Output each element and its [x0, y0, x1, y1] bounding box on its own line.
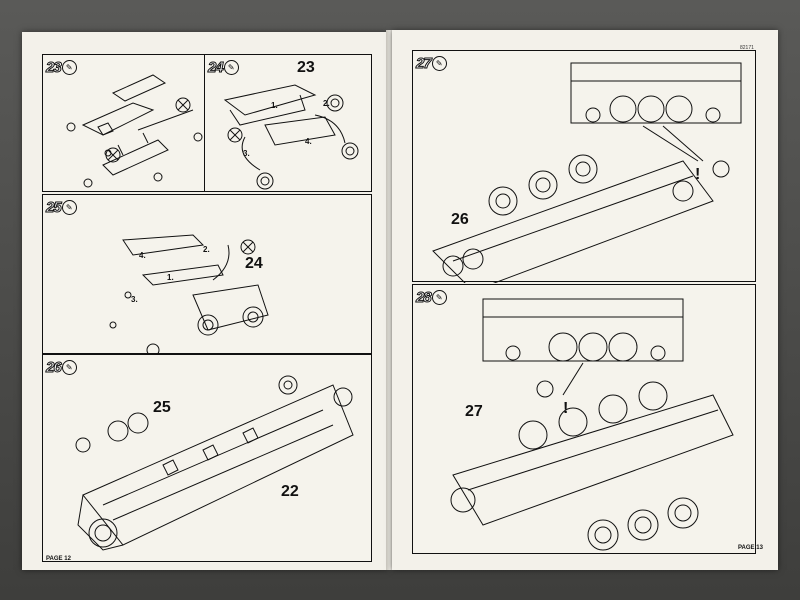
sub-step-2: 2. — [323, 99, 330, 108]
step-panel-25: 25 ✎ 24 4. 2. 1. 3. — [42, 194, 372, 355]
sub-step-1: 1. — [167, 273, 174, 282]
step-panel-23: 23 ✎ — [42, 54, 206, 192]
page-label: PAGE 13 — [738, 545, 763, 551]
svg-text:!: ! — [695, 166, 700, 183]
step-header: 23 ✎ — [46, 58, 77, 76]
step-27-drawing: ! — [432, 62, 742, 283]
svg-text:!: ! — [563, 400, 568, 417]
step-panel-26: 26 ✎ 25 22 — [42, 354, 372, 562]
sub-step-1: 1. — [271, 101, 278, 110]
step-25-drawing — [109, 234, 269, 355]
step-header: 24 ✎ — [208, 58, 239, 76]
step-panel-24: 24 ✎ 23 1. 2. 3. 4. — [204, 54, 372, 192]
glue-brush-icon: ✎ — [431, 289, 447, 305]
callout-27: 27 — [465, 403, 483, 420]
step-header: 26 ✎ — [46, 358, 77, 376]
step-number: 28 — [416, 288, 433, 306]
step-23-drawing — [66, 74, 203, 188]
step-number: 27 — [416, 54, 433, 72]
callout-25: 25 — [153, 399, 171, 416]
glue-brush-icon: ✎ — [431, 55, 447, 71]
step-header: 28 ✎ — [416, 288, 447, 306]
step-number: 23 — [46, 58, 63, 76]
glue-brush-icon: ✎ — [223, 59, 239, 75]
step-panel-28: 28 ✎ 27 ! — [412, 284, 756, 554]
step-header: 25 ✎ — [46, 198, 77, 216]
page-gutter — [386, 30, 394, 570]
callout-24: 24 — [245, 255, 263, 272]
step-panel-27: 27 ✎ 26 ! — [412, 50, 756, 283]
instruction-page-right: 82171 27 ✎ 26 ! — [392, 30, 778, 570]
sub-step-3: 3. — [131, 295, 138, 304]
step-26-drawing — [75, 375, 354, 551]
step-number: 26 — [46, 358, 63, 376]
step-24-drawing — [223, 84, 359, 190]
glue-brush-icon: ✎ — [61, 359, 77, 375]
page-label: PAGE 12 — [46, 556, 71, 562]
callout-22: 22 — [281, 483, 299, 500]
sub-step-3: 3. — [243, 149, 250, 158]
glue-brush-icon: ✎ — [61, 59, 77, 75]
callout-23: 23 — [297, 59, 315, 76]
glue-brush-icon: ✎ — [61, 199, 77, 215]
step-header: 27 ✎ — [416, 54, 447, 72]
kit-code: 82171 — [740, 45, 754, 51]
sub-step-2: 2. — [203, 245, 210, 254]
step-number: 24 — [208, 58, 225, 76]
step-28-drawing: ! — [450, 298, 734, 551]
step-number: 25 — [46, 198, 63, 216]
sub-step-4: 4. — [305, 137, 312, 146]
instruction-page-left: 82171 23 ✎ 24 — [22, 32, 388, 570]
sub-step-4: 4. — [139, 251, 146, 260]
callout-26: 26 — [451, 211, 469, 228]
